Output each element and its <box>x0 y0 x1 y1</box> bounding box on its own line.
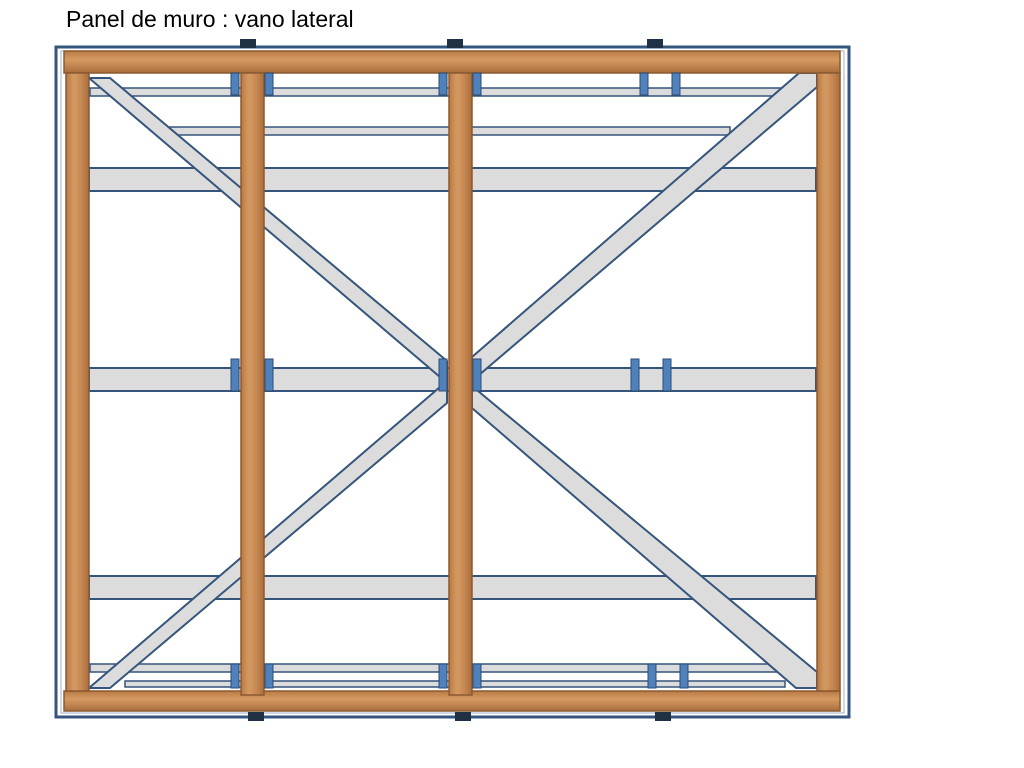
timber-stud-right <box>816 72 841 692</box>
diagram-title: Panel de muro : vano lateral <box>66 6 354 32</box>
anchor-bottom-2 <box>455 712 471 721</box>
timber-stud-left <box>65 72 90 692</box>
timber-frame <box>63 50 841 712</box>
anchor-top-2 <box>447 39 463 48</box>
timber-top-plate <box>63 50 841 74</box>
brace-bottom-right <box>471 385 818 689</box>
brace-bottom-left <box>88 380 448 689</box>
timber-stud-center <box>448 72 473 696</box>
anchor-bottom-3 <box>655 712 671 721</box>
anchor-clips <box>240 39 671 721</box>
steel-clips <box>230 72 689 689</box>
timber-stud-inner-left <box>240 72 265 696</box>
brace-top-right <box>471 72 818 382</box>
anchor-top-1 <box>240 39 256 48</box>
anchor-top-3 <box>647 39 663 48</box>
anchor-bottom-1 <box>248 712 264 721</box>
brace-top-left <box>88 77 448 384</box>
